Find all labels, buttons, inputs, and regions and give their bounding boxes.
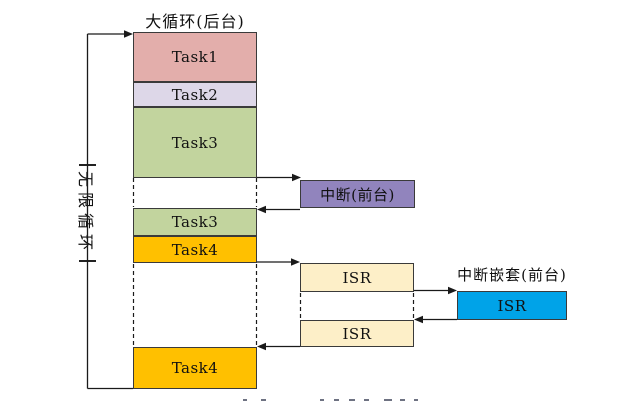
task-label: Task4: [171, 240, 219, 259]
infinite-loop-label: 无限循环: [75, 167, 99, 259]
task-label: Task2: [171, 85, 219, 104]
arrowhead-nested-entry: [448, 286, 457, 295]
task-box-task3-resume: Task3: [133, 208, 257, 236]
caption-fragment: [414, 399, 418, 401]
caption-fragment: [349, 399, 355, 401]
isr-label: ISR: [497, 296, 527, 315]
caption-fragment: [400, 399, 405, 401]
arrowhead-isr-entry: [291, 258, 300, 266]
arrowhead-isr-return: [257, 342, 266, 351]
interrupt-label: 中断(前台): [320, 185, 395, 204]
isr-label: ISR: [342, 268, 372, 287]
task-box-task1: Task1: [133, 32, 257, 82]
arrowhead-nested-return: [414, 315, 423, 324]
caption-fragment: [320, 399, 324, 401]
caption-fragment: [243, 399, 247, 401]
isr-box-2: ISR: [300, 320, 414, 347]
task-label: Task3: [171, 133, 219, 152]
isr-label: ISR: [342, 324, 372, 343]
background-loop-title: 大循环(后台): [145, 12, 245, 31]
arrowhead-loop-top: [124, 30, 133, 38]
task-box-task2: Task2: [133, 82, 257, 107]
task-label: Task4: [171, 359, 219, 377]
task-box-task3: Task3: [133, 107, 257, 178]
interrupt-box: 中断(前台): [300, 180, 415, 208]
nested-interrupt-title: 中断嵌套(前台): [457, 266, 567, 284]
arrowhead-interrupt-return: [257, 205, 266, 214]
caption-fragment: [261, 399, 266, 401]
task-box-task4: Task4: [133, 236, 257, 263]
caption-fragment: [334, 399, 339, 401]
task-box-task4-resume: Task4: [133, 347, 257, 389]
nested-isr-box: ISR: [457, 291, 567, 320]
task-label: Task1: [171, 48, 219, 66]
task-label: Task3: [171, 213, 219, 231]
caption-fragment: [364, 399, 369, 401]
loop-label-tick-top: [79, 164, 96, 166]
isr-box-1: ISR: [300, 263, 414, 292]
caption-fragment: [384, 399, 392, 401]
loop-label-tick-bottom: [79, 260, 96, 262]
